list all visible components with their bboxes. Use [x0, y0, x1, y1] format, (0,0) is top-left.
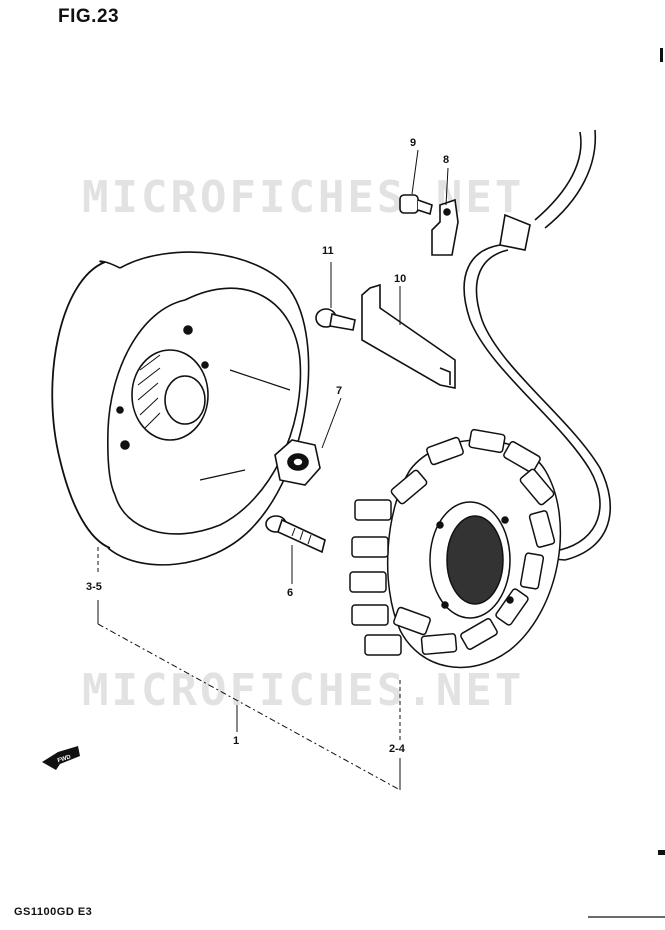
- clamp-part: [431, 198, 459, 256]
- part-label-3-5: 3-5: [86, 581, 102, 593]
- small-bolt-part: [315, 308, 356, 331]
- forward-arrow-label: FWD: [57, 754, 72, 764]
- page-edge-mark-top: [660, 48, 663, 62]
- part-label-10: 10: [394, 273, 406, 285]
- part-label-8: 8: [443, 154, 449, 166]
- stator-coil: [349, 428, 562, 669]
- nut-part: [274, 439, 321, 486]
- model-code: GS1100GD E3: [14, 906, 93, 918]
- part-label-2-4: 2-4: [389, 743, 406, 755]
- bolt-part: [265, 515, 326, 554]
- part-label-6: 6: [287, 587, 293, 599]
- collar-part: [399, 194, 433, 216]
- forward-arrow-icon: FWD: [42, 746, 80, 770]
- part-label-7: 7: [336, 385, 342, 397]
- wire-harness: [463, 129, 612, 561]
- bracket-plate-part: [361, 283, 456, 389]
- part-label-9: 9: [410, 137, 416, 149]
- watermark-bottom: MICROFICHES.NET: [82, 665, 525, 716]
- figure-title: FIG.23: [58, 6, 120, 27]
- leader-lines: [97, 149, 449, 791]
- page-edge-mark: [658, 850, 665, 855]
- part-label-11: 11: [322, 245, 334, 257]
- part-label-1: 1: [233, 735, 239, 747]
